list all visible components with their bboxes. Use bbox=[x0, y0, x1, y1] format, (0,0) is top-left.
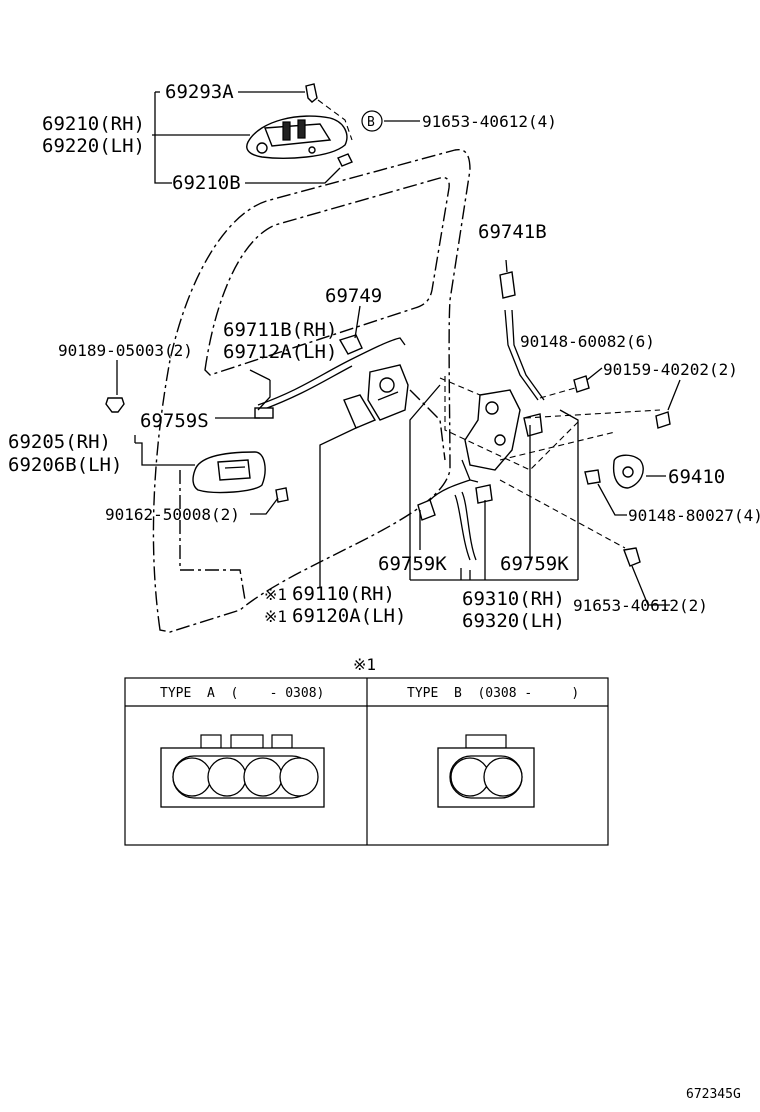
screw-90159 bbox=[655, 411, 671, 429]
connector-type-a bbox=[160, 734, 325, 808]
label-69293a: 69293A bbox=[165, 81, 234, 103]
connector-type-b bbox=[437, 734, 535, 808]
screw-90148-80027 bbox=[584, 469, 601, 485]
clip-69293a-part bbox=[305, 83, 318, 103]
screw-91653-40612-2 bbox=[623, 547, 641, 567]
label-69320-lh: 69320(LH) bbox=[462, 610, 565, 632]
clip-90189 bbox=[105, 397, 125, 413]
door-lock-latch-69310 bbox=[461, 389, 543, 483]
b-marker-label: B bbox=[367, 115, 375, 130]
label-69759k-left: 69759K bbox=[378, 553, 447, 575]
label-90148-60082: 90148-60082(6) bbox=[520, 332, 655, 351]
rod-clip-right bbox=[475, 484, 493, 504]
mark-1-69120a: ※1 bbox=[264, 607, 287, 626]
label-69759k-right: 69759K bbox=[500, 553, 569, 575]
door-lock-motor-69110 bbox=[343, 364, 409, 429]
table-header-type-b: TYPE B (0308 - ) bbox=[407, 686, 579, 701]
table-mark: ※1 bbox=[353, 655, 376, 674]
b-marker-circle bbox=[361, 110, 383, 132]
label-69205-rh: 69205(RH) bbox=[8, 431, 111, 453]
label-69206b-lh: 69206B(LH) bbox=[8, 454, 122, 476]
label-69759s: 69759S bbox=[140, 410, 209, 432]
label-91653-40612-4: 91653-40612(4) bbox=[422, 112, 557, 131]
inside-door-handle bbox=[192, 451, 266, 494]
screw-90148-60082 bbox=[573, 375, 590, 393]
screw-near-handle bbox=[337, 153, 353, 167]
inside-handle-cable bbox=[254, 334, 406, 419]
screw-90162 bbox=[275, 487, 289, 503]
door-outline bbox=[152, 148, 471, 633]
label-69711b-rh: 69711B(RH) bbox=[223, 319, 337, 341]
label-69712a-lh: 69712A(LH) bbox=[223, 341, 337, 363]
label-69410: 69410 bbox=[668, 466, 725, 488]
striker-69410 bbox=[612, 454, 644, 489]
label-69110-rh: 69110(RH) bbox=[292, 583, 395, 605]
label-90159-40202: 90159-40202(2) bbox=[603, 360, 738, 379]
label-69310-rh: 69310(RH) bbox=[462, 588, 565, 610]
label-91653-40612-2: 91653-40612(2) bbox=[573, 596, 708, 615]
label-90148-80027: 90148-80027(4) bbox=[628, 506, 760, 525]
lock-knob-69741b bbox=[499, 259, 516, 299]
mark-1-69110: ※1 bbox=[264, 585, 287, 604]
rod-clip-left bbox=[417, 499, 436, 521]
label-69210-rh: 69210(RH) bbox=[42, 113, 145, 135]
label-90189-05003: 90189-05003(2) bbox=[58, 341, 193, 360]
label-69120a-lh: 69120A(LH) bbox=[292, 605, 406, 627]
outside-door-handle bbox=[246, 115, 348, 159]
label-69741b: 69741B bbox=[478, 221, 547, 243]
label-69210b: 69210B bbox=[172, 172, 241, 194]
connector-type-table bbox=[124, 677, 609, 846]
label-69220-lh: 69220(LH) bbox=[42, 135, 145, 157]
label-69749: 69749 bbox=[325, 285, 382, 307]
label-90162-50008: 90162-50008(2) bbox=[105, 505, 240, 524]
table-header-type-a: TYPE A ( - 0308) bbox=[160, 686, 324, 701]
diagram-id: 672345G bbox=[686, 1087, 741, 1102]
